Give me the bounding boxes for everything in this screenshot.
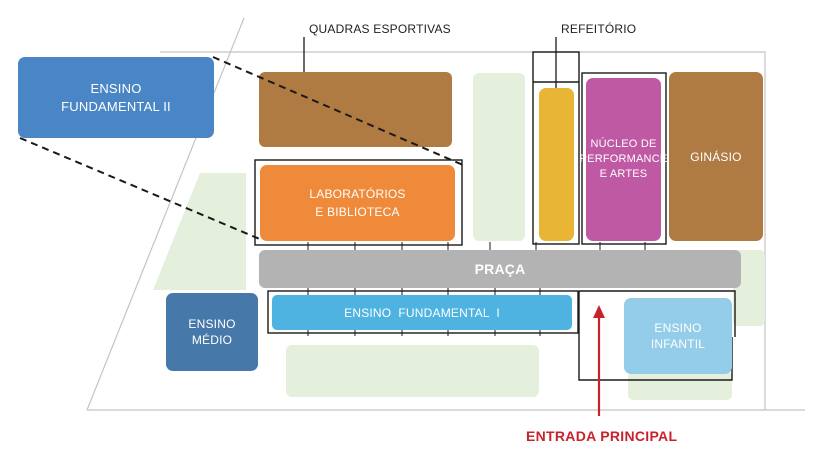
building-quadras-esportivas [259,72,452,147]
outline-nucleo [581,72,667,245]
outline-laboratorios [254,159,463,246]
grid-ticks [307,242,646,336]
building-ensino-medio [166,293,258,371]
green-area-bottom-right [628,372,732,400]
building-refeitorio [539,88,574,241]
label-entrada-principal: ENTRADA PRINCIPAL [526,428,678,444]
building-fundamental-ii [18,57,214,138]
label-quadras-esportivas: QUADRAS ESPORTIVAS [309,22,451,36]
building-ensino-infantil [624,298,732,374]
label-refeitorio: REFEITÓRIO [561,22,637,36]
building-nucleo [586,78,661,241]
green-areas [153,73,765,400]
outline-fundamental-i [267,290,579,334]
green-area-center [473,73,525,241]
building-ginasio [669,72,763,241]
green-area-bottom [286,345,539,397]
building-praca [259,250,741,288]
building-fundamental-i [272,295,572,330]
zoom-lines [19,56,464,241]
building-laboratorios [260,165,455,241]
green-area-left [153,173,246,290]
entrance-arrow-head [593,305,605,318]
